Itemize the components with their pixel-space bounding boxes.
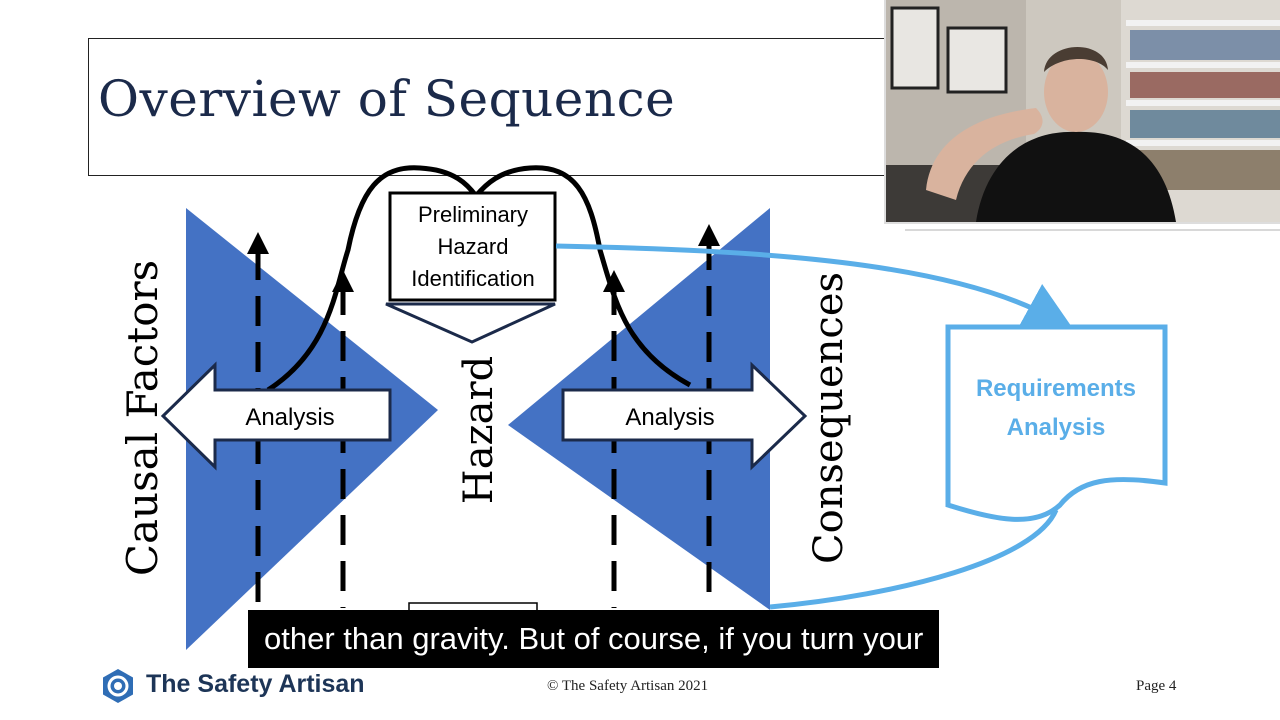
analysis-right-label: Analysis bbox=[625, 404, 714, 431]
video-caption: other than gravity. But of course, if yo… bbox=[248, 610, 940, 668]
phi-box bbox=[388, 191, 557, 302]
phi-line-1: Preliminary bbox=[418, 202, 528, 227]
arrow-up-icon bbox=[247, 232, 269, 254]
requirements-line-1: Requirements bbox=[976, 375, 1136, 402]
copyright-notice: © The Safety Artisan 2021 bbox=[547, 678, 709, 694]
hazard-label: Hazard bbox=[456, 356, 502, 504]
phi-line-3: Identification bbox=[411, 266, 535, 291]
title-box bbox=[88, 38, 918, 176]
requirements-to-consequences-curve bbox=[769, 508, 1059, 610]
analysis-left-label: Analysis bbox=[245, 404, 334, 431]
block-arrow-right-icon bbox=[561, 361, 808, 471]
presenter-webcam bbox=[884, 0, 1280, 224]
slide-title: Overview of Sequence bbox=[98, 70, 676, 128]
requirements-line-2: Analysis bbox=[1007, 414, 1106, 441]
phi-to-requirements-arrow bbox=[555, 243, 1074, 331]
webcam-video-icon bbox=[886, 0, 1280, 222]
consequences-label: Consequences bbox=[806, 272, 852, 564]
phi-line-2: Hazard bbox=[438, 234, 509, 259]
gear-logo-icon bbox=[103, 669, 133, 703]
block-arrow-down-icon bbox=[385, 302, 556, 344]
brand-name: The Safety Artisan bbox=[146, 670, 365, 698]
causal-factors-label: Causal Factors bbox=[118, 260, 167, 576]
block-arrow-left-icon bbox=[160, 361, 392, 471]
requirements-document bbox=[945, 324, 1168, 522]
arrow-up-icon bbox=[698, 224, 720, 246]
page-number: Page 4 bbox=[1136, 678, 1177, 694]
